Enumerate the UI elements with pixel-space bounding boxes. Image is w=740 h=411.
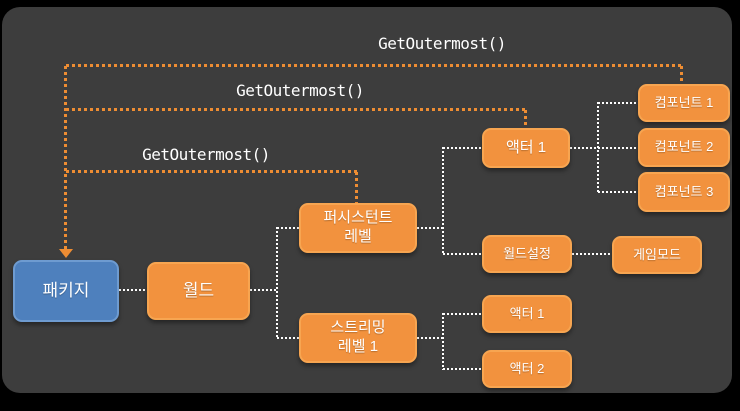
connector-to-component2: [598, 147, 638, 149]
arrowhead-to-package-icon: [59, 249, 73, 258]
connector-to-world-settings: [443, 253, 482, 255]
node-package: 패키지: [13, 260, 119, 322]
connector-to-actor2-streaming: [443, 368, 482, 370]
node-component-3: 컴포넌트 3: [638, 172, 730, 212]
node-world: 월드: [147, 262, 250, 320]
connector-streaming-stub: [417, 337, 443, 339]
connector-to-actor1-persistent: [443, 147, 482, 149]
node-game-mode: 게임모드: [612, 236, 702, 274]
connector-worldsettings-gamemode: [572, 253, 612, 255]
get-outermost-label-mid: GetOutermost(): [236, 81, 364, 100]
get-outermost-line-low-drop: [355, 172, 358, 203]
node-persistent-level: 퍼시스턴트 레벨: [299, 203, 417, 253]
connector-to-component1: [598, 102, 638, 104]
connector-to-streaming: [277, 337, 299, 339]
connector-to-persistent: [277, 227, 299, 229]
node-component-1: 컴포넌트 1: [638, 84, 730, 122]
connector-persistent-branch: [442, 147, 444, 254]
connector-package-world: [119, 289, 147, 291]
connector-persistent-stub: [417, 227, 443, 229]
get-outermost-line-mid-drop: [524, 110, 527, 128]
get-outermost-label-top: GetOutermost(): [378, 34, 506, 53]
connector-to-actor1-streaming: [443, 313, 482, 315]
node-actor2-streaming: 액터 2: [482, 350, 572, 388]
connector-world-stub: [250, 289, 277, 291]
node-streaming-level-1: 스트리밍 레벨 1: [299, 313, 417, 363]
node-world-settings: 월드설정: [482, 235, 572, 273]
get-outermost-line-mid: [66, 108, 527, 111]
connector-to-component3: [598, 191, 638, 193]
connector-streaming-branch: [442, 313, 444, 370]
get-outermost-label-low: GetOutermost(): [142, 145, 270, 164]
node-actor1-streaming: 액터 1: [482, 295, 572, 333]
get-outermost-line-top-drop: [680, 66, 683, 84]
get-outermost-line-return: [64, 66, 67, 250]
get-outermost-line-low: [66, 170, 357, 173]
get-outermost-line-top: [66, 64, 682, 67]
node-component-2: 컴포넌트 2: [638, 128, 730, 167]
connector-world-branch: [276, 227, 278, 338]
connector-actor1-stub: [570, 147, 598, 149]
node-actor1-persistent: 액터 1: [482, 128, 570, 168]
